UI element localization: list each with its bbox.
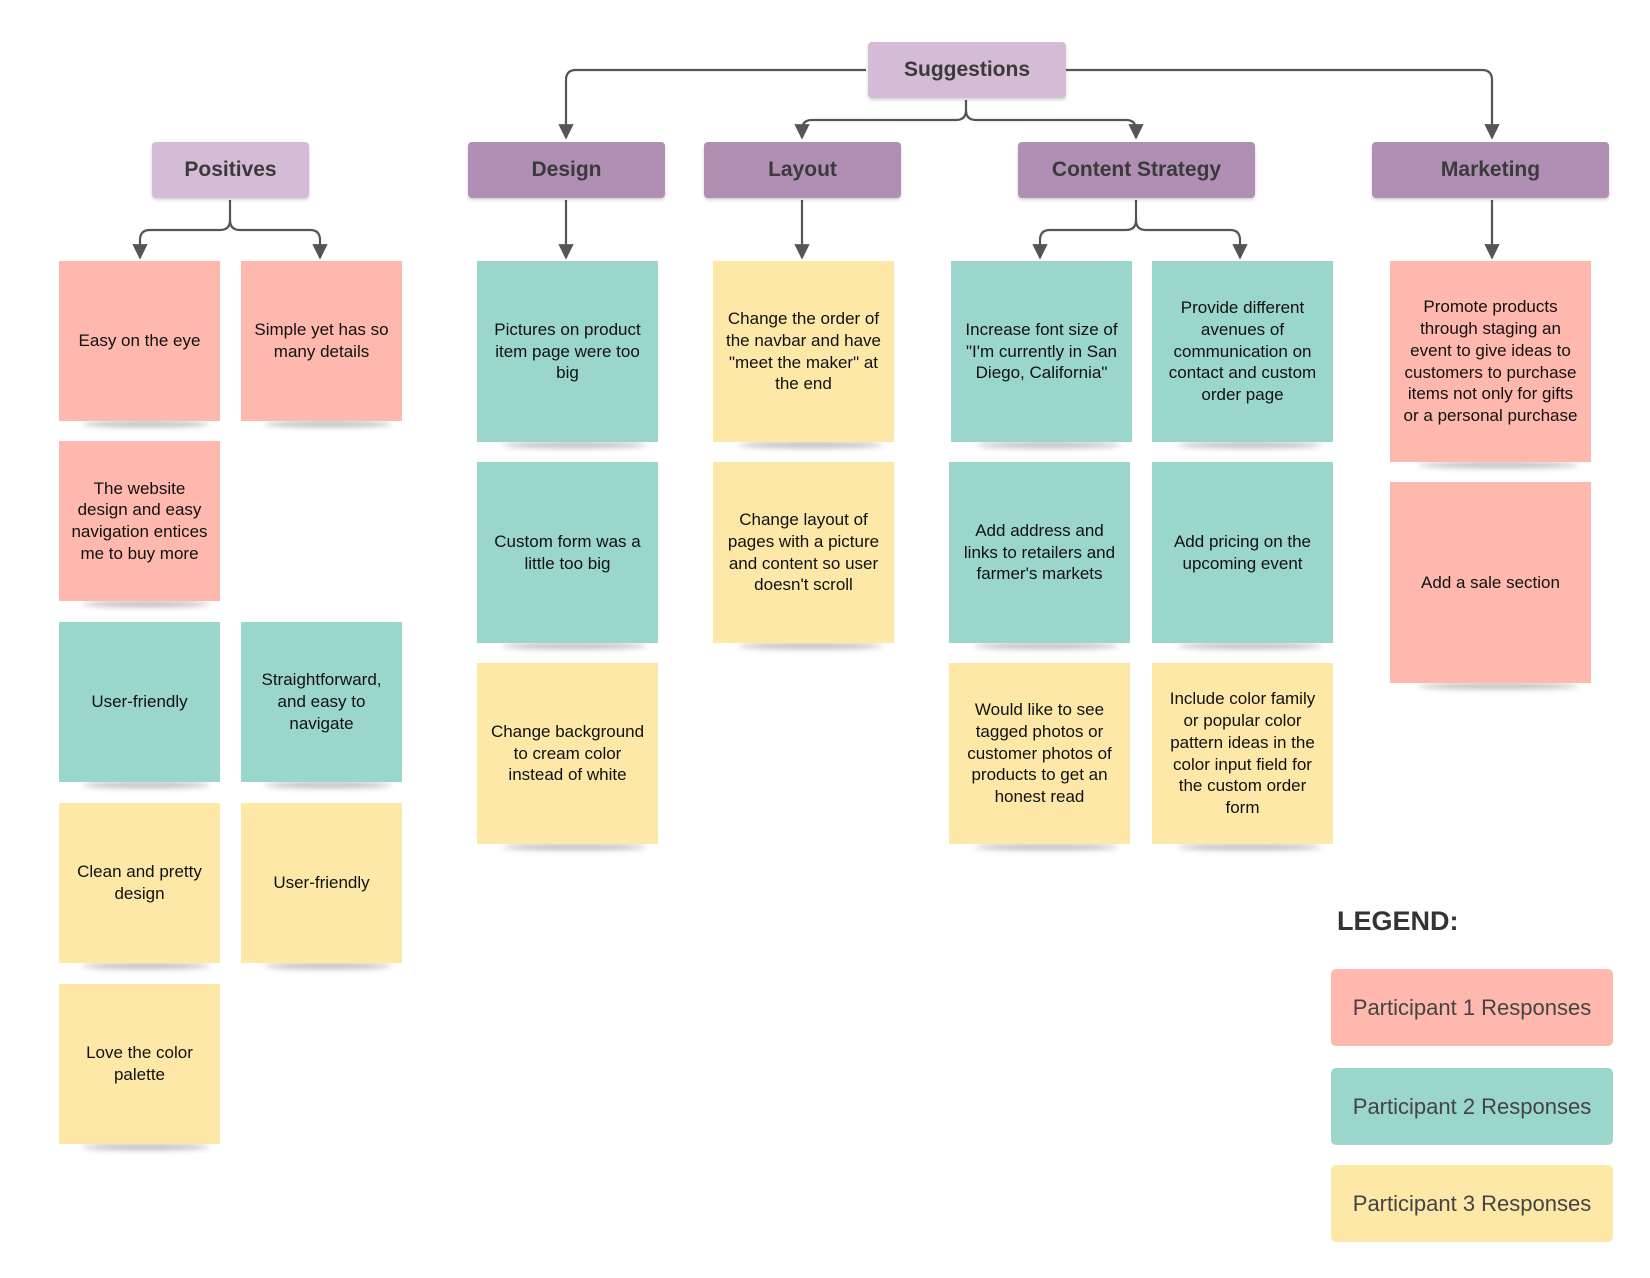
connector-content-left [1032,200,1138,260]
connector-suggestions-layout [794,100,968,140]
connector-suggestions-marketing [1066,68,1500,140]
suggestions-node: Suggestions [868,42,1066,98]
sticky-note-positive: User-friendly [59,622,220,782]
legend-participant-3: Participant 3 Responses [1331,1165,1613,1242]
sticky-note-layout: Change layout of pages with a picture an… [713,462,894,643]
sticky-note-content-strategy: Would like to see tagged photos or custo… [949,663,1130,844]
sticky-note-design: Change background to cream color instead… [477,663,658,844]
sticky-note-content-strategy: Provide different avenues of communicati… [1152,261,1333,442]
sticky-note-content-strategy: Include color family or popular color pa… [1152,663,1333,844]
content-strategy-header: Content Strategy [1018,142,1255,198]
sticky-note-design: Custom form was a little too big [477,462,658,643]
sticky-note-marketing: Add a sale section [1390,482,1591,683]
sticky-note-positive: Love the color palette [59,984,220,1144]
positives-header: Positives [152,142,309,198]
connector-positives-left [132,200,232,260]
sticky-note-positive: User-friendly [241,803,402,963]
legend-title: LEGEND: [1337,906,1459,936]
marketing-header: Marketing [1372,142,1609,198]
sticky-note-content-strategy: Increase font size of "I'm currently in … [951,261,1132,442]
sticky-note-positive: Easy on the eye [59,261,220,421]
sticky-note-marketing: Promote products through staging an even… [1390,261,1591,462]
connector-content-right [1134,219,1248,260]
design-header: Design [468,142,665,198]
legend-participant-1: Participant 1 Responses [1331,969,1613,1046]
layout-header: Layout [704,142,901,198]
sticky-note-positive: The website design and easy navigation e… [59,441,220,601]
connector-suggestions-content [964,109,1144,140]
sticky-note-positive: Simple yet has so many details [241,261,402,421]
sticky-note-content-strategy: Add pricing on the upcoming event [1152,462,1333,643]
connector-suggestions-design [558,68,866,140]
sticky-note-positive: Clean and pretty design [59,803,220,963]
sticky-note-design: Pictures on product item page were too b… [477,261,658,442]
sticky-note-positive: Straightforward, and easy to navigate [241,622,402,782]
sticky-note-content-strategy: Add address and links to retailers and f… [949,462,1130,643]
sticky-note-layout: Change the order of the navbar and have … [713,261,894,442]
legend-participant-2: Participant 2 Responses [1331,1068,1613,1145]
connector-positives-right [228,219,328,260]
